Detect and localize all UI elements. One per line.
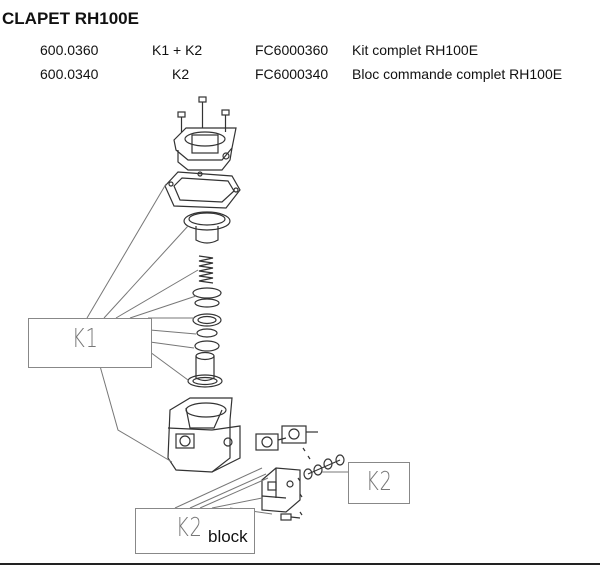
parts-row: 600.0360 K1 + K2 FC6000360 Kit complet R… <box>0 42 600 62</box>
part-description: Bloc commande complet RH100E <box>352 66 563 82</box>
screw-right <box>221 109 230 132</box>
solenoid-right <box>281 425 318 444</box>
part-code: FC6000360 <box>255 42 329 58</box>
bottom-o-ring <box>187 374 223 388</box>
k1-leader-lines <box>86 183 199 463</box>
gasket <box>164 171 241 209</box>
k1-callout-box <box>28 318 152 368</box>
k2-block-callout-label: K2 <box>176 513 203 543</box>
diaphragm <box>183 211 231 244</box>
k1-callout-label: K1 <box>72 324 99 354</box>
page-title: CLAPET RH100E <box>2 9 139 28</box>
spring <box>198 255 214 284</box>
piston-tube <box>195 351 215 382</box>
k2-leader-lines <box>174 467 348 515</box>
k2-callout-box <box>348 462 410 504</box>
k2-block-callout-box <box>135 508 255 554</box>
part-code: FC6000340 <box>255 66 329 82</box>
valve-cover <box>173 127 237 171</box>
bottom-rule <box>0 563 600 565</box>
small-pins <box>297 447 311 516</box>
o-ring-stack <box>192 287 222 352</box>
part-kit: K2 <box>172 66 190 82</box>
block-label: block <box>208 527 248 546</box>
part-description: Kit complet RH100E <box>352 42 479 58</box>
parts-row: 600.0340 K2 FC6000340 Bloc commande comp… <box>0 66 600 86</box>
valve-body <box>167 397 241 473</box>
control-block <box>261 467 301 513</box>
bottom-screw <box>280 513 301 521</box>
fitting <box>303 454 345 480</box>
part-ref: 600.0360 <box>40 42 99 58</box>
k2-callout-label: K2 <box>366 467 393 497</box>
part-kit: K1 + K2 <box>152 42 203 58</box>
screw-center <box>198 96 207 128</box>
screw-left <box>177 111 186 132</box>
part-ref: 600.0340 <box>40 66 99 82</box>
